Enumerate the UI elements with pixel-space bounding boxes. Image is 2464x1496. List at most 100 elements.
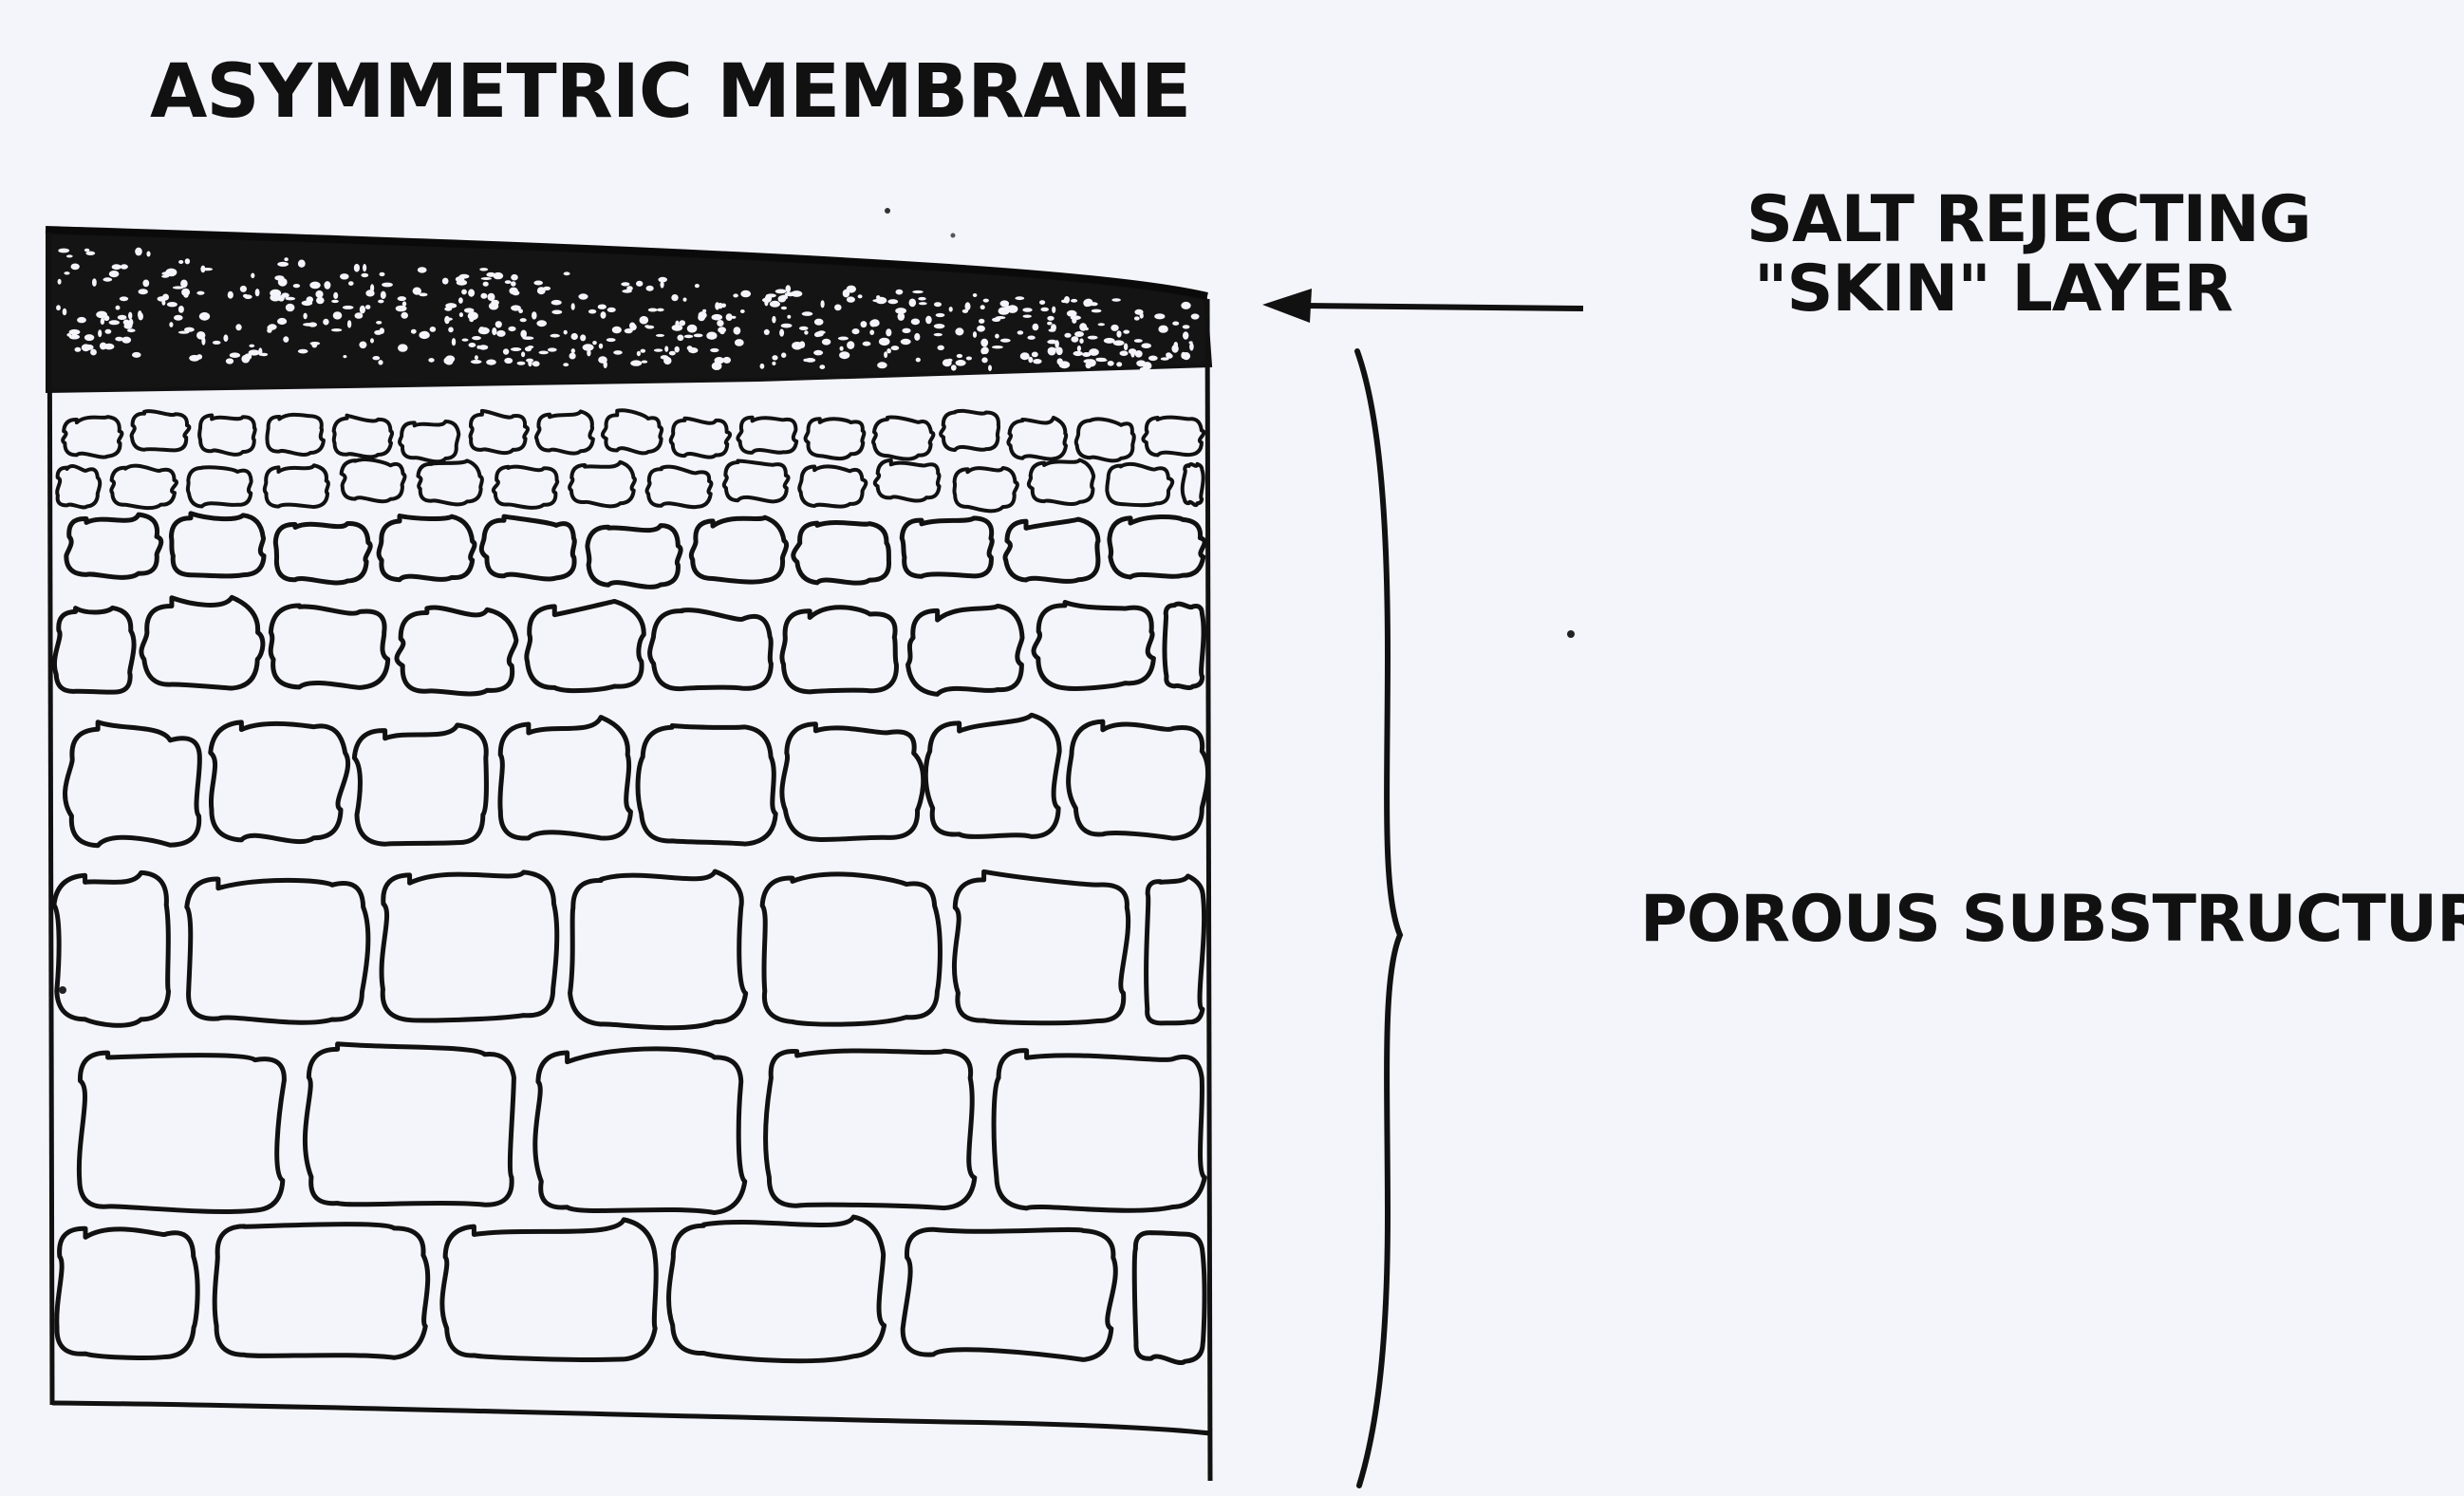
skin-texture-dot [815, 331, 824, 337]
pore-cell [650, 610, 772, 689]
skin-texture-dot [847, 341, 854, 349]
skin-texture-dot [469, 343, 476, 347]
skin-texture-dot [571, 303, 575, 310]
skin-layer-label-line1: SALT REJECTING [1746, 185, 2240, 254]
skin-texture-dot [58, 249, 69, 253]
skin-texture-dot [128, 312, 132, 320]
skin-texture-dot [684, 335, 694, 339]
skin-texture-dot [521, 351, 525, 357]
skin-texture-dot [121, 337, 131, 344]
pore-cell [638, 726, 775, 845]
pore-cell [397, 608, 516, 694]
skin-texture-dot [966, 357, 972, 361]
skin-layer [46, 230, 1210, 391]
skin-texture-dot [161, 271, 170, 275]
skin-texture-dot [973, 293, 978, 297]
skin-texture-dot [1047, 322, 1052, 326]
skin-texture-dot [863, 342, 871, 346]
skin-texture-dot [63, 309, 67, 316]
skin-texture-dot [805, 358, 815, 363]
skin-texture-dot [180, 280, 188, 289]
skin-texture-dot [760, 364, 765, 369]
skin-texture-dot [949, 307, 953, 312]
skin-texture-dot [1124, 344, 1128, 351]
skin-texture-dot [382, 283, 393, 288]
skin-texture-dot [396, 306, 407, 312]
pore-cell [66, 514, 161, 577]
skin-texture-dot [380, 272, 385, 276]
skin-texture-dot [135, 248, 142, 256]
skin-texture-dot [323, 319, 328, 326]
skin-texture-dot [522, 336, 533, 340]
skin-texture-dot [430, 327, 437, 332]
skin-texture-dot [551, 300, 562, 306]
skin-texture-dot [461, 290, 467, 295]
skin-texture-dot [98, 329, 102, 337]
skin-texture-dot [1113, 340, 1125, 346]
skin-texture-dot [444, 358, 449, 364]
skin-texture-dot [637, 351, 641, 356]
skin-texture-dot [1059, 361, 1071, 368]
skin-texture-dot [715, 357, 724, 364]
skin-texture-dot [481, 277, 492, 280]
skin-texture-dot [419, 293, 427, 297]
skin-texture-dot [112, 264, 121, 270]
pore-cell [211, 722, 348, 842]
skin-texture-dot [919, 302, 927, 305]
skin-texture-dot [564, 330, 568, 335]
pore-cell [875, 460, 940, 501]
skin-texture-dot [861, 321, 868, 327]
skin-texture-dot [1015, 296, 1024, 300]
skin-texture-dot [504, 358, 513, 364]
skin-texture-dot [1116, 330, 1121, 337]
skin-texture-dot [872, 299, 884, 302]
skin-texture-dot [821, 300, 825, 308]
skin-texture-dot [992, 346, 1003, 348]
skin-texture-dot [740, 290, 751, 298]
skin-texture-dot [249, 349, 260, 355]
skin-layer-band [47, 233, 1210, 391]
pore-cell [1183, 464, 1204, 505]
skin-texture-dot [462, 339, 469, 342]
skin-texture-dot [1082, 325, 1088, 330]
pore-cell [481, 516, 574, 579]
skin-texture-dot [1148, 356, 1158, 362]
pointer-arrowhead [1262, 289, 1312, 323]
skin-texture-dot [1022, 308, 1032, 312]
skin-texture-dot [592, 341, 597, 345]
skin-texture-dot [839, 351, 849, 359]
skin-texture-dot [343, 355, 346, 358]
skin-texture-dot [712, 314, 723, 321]
skin-texture-dot [536, 320, 547, 327]
pore-cell [379, 516, 475, 580]
skin-texture-dot [925, 316, 932, 325]
skin-texture-dot [230, 352, 240, 358]
skin-texture-dot [316, 297, 325, 304]
skin-texture-dot [819, 365, 825, 369]
skin-texture-dot [421, 331, 429, 337]
skin-texture-dot [478, 345, 488, 349]
skin-texture-dot [914, 333, 920, 341]
skin-texture-dot [656, 334, 664, 337]
skin-texture-dot [672, 325, 683, 331]
pore-cell [793, 522, 889, 583]
pore-cell [724, 460, 789, 501]
skin-texture-dot [706, 332, 717, 340]
pore-cell [954, 468, 1017, 511]
skin-texture-dot [569, 353, 576, 360]
skin-texture-dot [511, 347, 521, 351]
pore-cell [1143, 418, 1204, 456]
skin-texture-dot [283, 336, 289, 343]
skin-texture-dot [640, 316, 649, 325]
pore-cell [382, 872, 557, 1020]
skin-texture-dot [284, 257, 288, 261]
pore-cell [1134, 1233, 1204, 1363]
pore-cell [782, 608, 897, 692]
skin-texture-dot [1056, 347, 1063, 356]
skin-texture-dot [876, 295, 880, 299]
skin-texture-dot [486, 360, 496, 365]
pore-cell [132, 411, 190, 450]
skin-texture-dot [688, 347, 698, 353]
skin-texture-dot [1111, 298, 1121, 301]
skin-texture-dot [161, 275, 169, 278]
